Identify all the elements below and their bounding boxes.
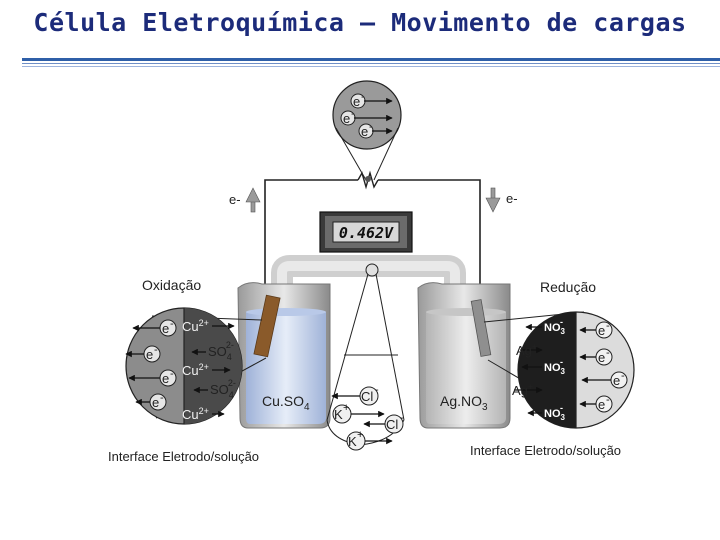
left-interface-callout: e - e - e - e - Cu2+ Cu2+ Cu2+ SO42- SO4… — [108, 307, 267, 464]
electron-charge: - — [170, 368, 174, 380]
electron-charge: - — [160, 392, 164, 404]
electron-label: e — [361, 124, 368, 139]
title-rule-thin-2 — [22, 66, 720, 67]
sulfate-ion: SO42- — [210, 378, 236, 400]
electron-label: e — [613, 373, 620, 388]
title-rule-thin — [22, 63, 720, 64]
chloride-ion: Cl — [386, 417, 398, 432]
chloride-charge: - — [375, 384, 379, 396]
title-rule — [22, 58, 720, 61]
electron-charge: - — [170, 318, 174, 330]
electron-label: e — [343, 111, 350, 126]
electron-label: e — [162, 371, 169, 386]
electron-charge: - — [621, 370, 625, 382]
silver-ion: Ag+ — [516, 342, 537, 358]
right-beaker — [417, 282, 511, 429]
reduction-label: Redução — [540, 279, 596, 295]
electron-label: e — [152, 395, 159, 410]
sulfate-ion: SO42- — [208, 340, 234, 362]
wire-electron-arrows: e- e- — [229, 187, 518, 213]
potassium-ion: K — [334, 407, 343, 422]
copper-ion: Cu2+ — [182, 318, 209, 334]
chloride-ion: Cl — [361, 389, 373, 404]
electron-flow-circle: e - e - e - — [332, 80, 402, 181]
copper-ion: Cu2+ — [182, 362, 209, 378]
electron-label: e — [598, 350, 605, 365]
salt-bridge-callout: Cl - K + Cl - K + — [326, 263, 405, 451]
electron-label: e — [146, 347, 153, 362]
chloride-charge: - — [400, 412, 404, 424]
electron-charge: - — [369, 121, 373, 133]
electron-label: e — [353, 94, 360, 109]
electron-charge: - — [351, 108, 355, 120]
potassium-ion: K — [348, 434, 357, 449]
electron-charge: - — [361, 91, 365, 103]
right-interface-label: Interface Eletrodo/solução — [470, 443, 621, 458]
right-interface-callout: NO3- NO3- NO3- Ag+ Ag+ e - e - e - e - I… — [470, 311, 635, 458]
potassium-charge: + — [357, 429, 363, 441]
left-beaker — [237, 282, 331, 429]
wire-right-electron: e- — [506, 191, 518, 206]
resistor-icon — [365, 176, 371, 182]
electron-charge: - — [606, 394, 610, 406]
left-solution-label: Cu.SO4 — [262, 393, 310, 413]
electron-label: e — [162, 321, 169, 336]
nitrate-ion: NO3- — [544, 357, 566, 376]
right-solution-label: Ag.NO3 — [440, 393, 488, 413]
electron-label: e — [598, 397, 605, 412]
voltmeter-reading: 0.462V — [339, 224, 394, 242]
page-title: Célula Eletroquímica – Movimento de carg… — [33, 8, 687, 37]
electron-charge: - — [154, 344, 158, 356]
copper-ion: Cu2+ — [182, 406, 209, 422]
oxidation-label: Oxidação — [142, 277, 201, 293]
wire-left-electron: e- — [229, 192, 241, 207]
silver-ion: Ag+ — [512, 382, 533, 398]
voltmeter: 0.462V — [319, 211, 413, 253]
nitrate-ion: NO3- — [544, 403, 566, 422]
left-interface-label: Interface Eletrodo/solução — [108, 449, 259, 464]
nitrate-ion: NO3- — [544, 317, 566, 336]
potassium-charge: + — [343, 402, 349, 414]
electron-charge: - — [606, 347, 610, 359]
electron-label: e — [598, 323, 605, 338]
electron-charge: - — [606, 320, 610, 332]
